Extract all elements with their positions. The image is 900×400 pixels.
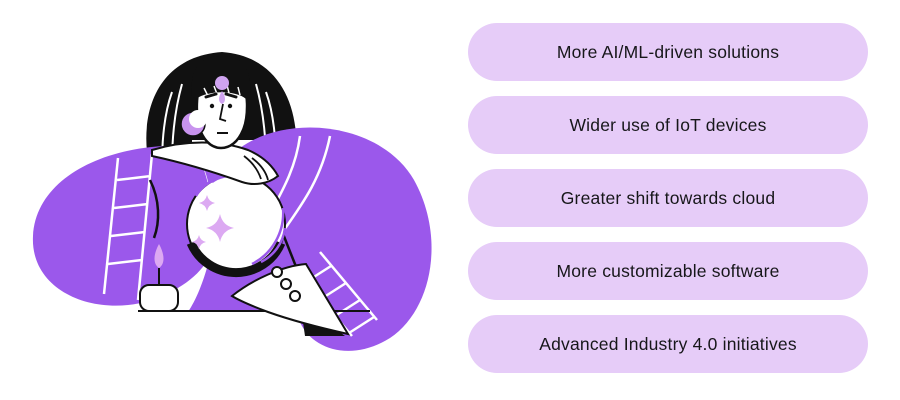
prediction-label: More customizable software	[556, 260, 780, 281]
prediction-pill: More AI/ML-driven solutions	[468, 23, 868, 81]
prediction-pill: More customizable software	[468, 242, 868, 300]
crystal-ball	[186, 173, 287, 278]
left-sleeve	[32, 145, 212, 306]
prediction-label: Advanced Industry 4.0 initiatives	[539, 333, 797, 354]
prediction-label: Wider use of IoT devices	[569, 114, 767, 135]
hand-with-rings	[230, 262, 351, 336]
prediction-pill: Greater shift towards cloud	[468, 169, 868, 227]
predictions-list: More AI/ML-driven solutions Wider use of…	[468, 23, 868, 373]
headband-gem	[215, 76, 229, 104]
prediction-label: More AI/ML-driven solutions	[556, 41, 780, 62]
fortune-teller-face	[180, 56, 251, 150]
prediction-label: Greater shift towards cloud	[560, 187, 776, 208]
fortune-teller-illustration	[32, 52, 432, 351]
prediction-pill: Advanced Industry 4.0 initiatives	[468, 315, 868, 373]
prediction-pill: Wider use of IoT devices	[468, 96, 868, 154]
crescent-earring	[180, 110, 207, 137]
candle-flame	[154, 244, 164, 268]
sparkles	[192, 195, 234, 249]
